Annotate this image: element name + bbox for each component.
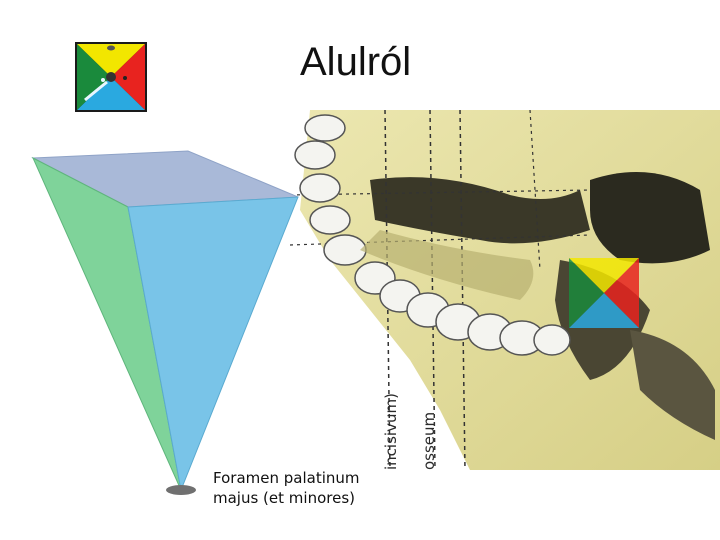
slide-title: Alulról xyxy=(300,40,412,84)
quadrant-logo-icon xyxy=(75,42,147,112)
caption-line-1: Foramen palatinum xyxy=(213,469,360,487)
skull-label-osseum: osseum xyxy=(420,411,438,470)
skull-illustration xyxy=(290,110,720,470)
quadrant-overlay-icon xyxy=(569,258,639,328)
caption: Foramen palatinum majus (et minores) xyxy=(213,468,360,508)
skull-label-incisivum: incisivum) xyxy=(382,393,400,470)
inverted-pyramid xyxy=(31,150,299,495)
caption-line-2: majus (et minores) xyxy=(213,489,355,507)
